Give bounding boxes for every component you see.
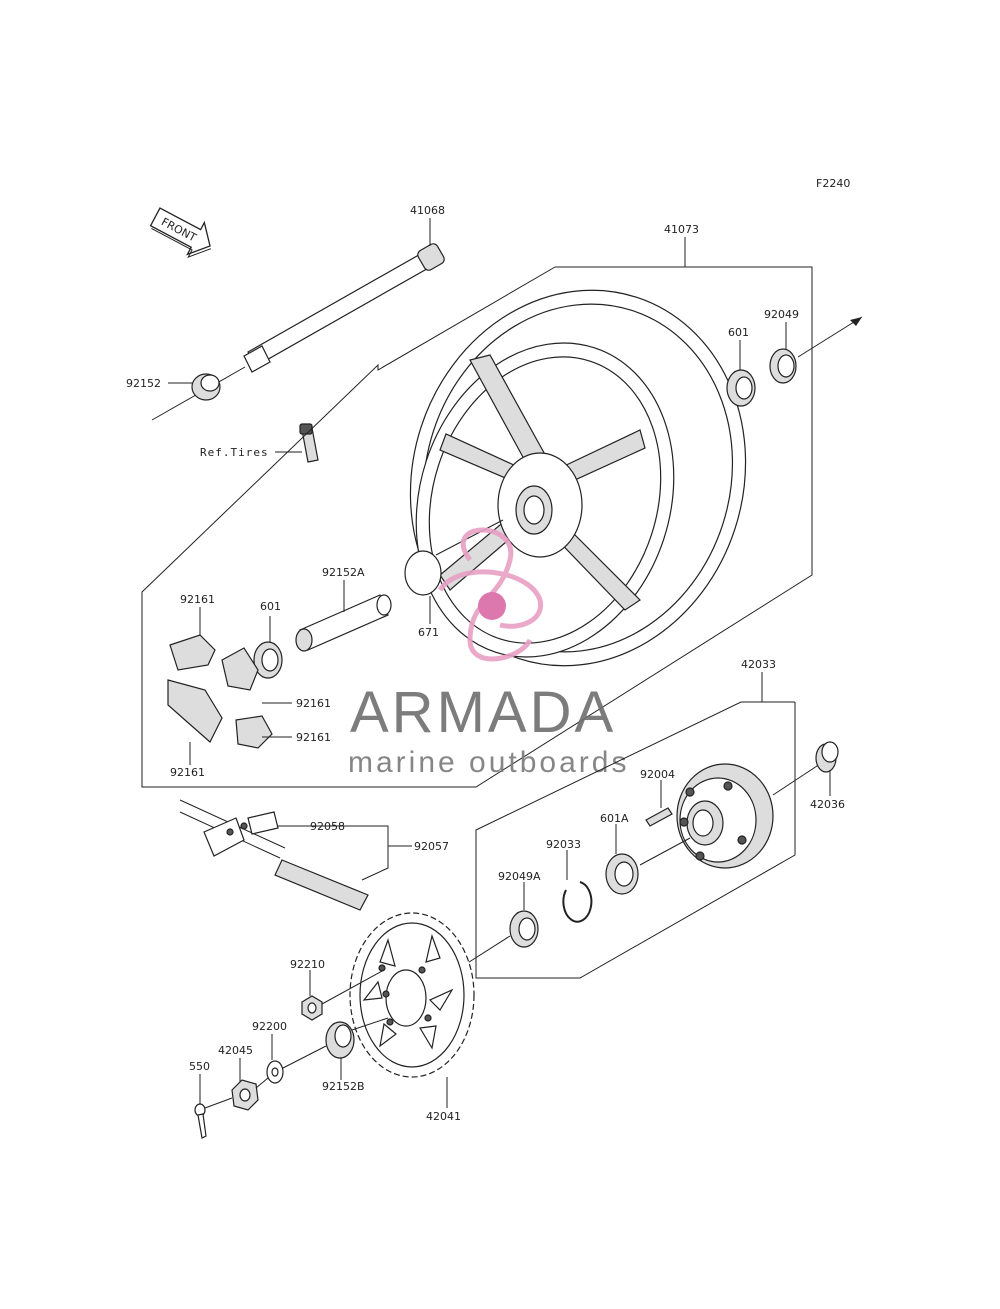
label-92152a: 92152A [322, 566, 365, 579]
damper-92161-right [221, 647, 259, 691]
label-601a: 601A [600, 812, 629, 825]
label-92049: 92049 [764, 308, 799, 321]
label-92152: 92152 [126, 377, 161, 390]
seal-92049a [509, 910, 539, 948]
front-arrow-icon: FRONT [149, 207, 212, 258]
label-42033: 42033 [741, 658, 776, 671]
o-ring-671 [404, 550, 442, 596]
castle-nut-42045 [231, 1079, 259, 1111]
bearing-601-top [726, 369, 756, 407]
bracket-41073 [141, 266, 813, 788]
watermark-brand: ARMADA [350, 680, 616, 745]
tire-valve [299, 423, 319, 463]
label-42041: 42041 [426, 1110, 461, 1123]
label-92057: 92057 [414, 840, 449, 853]
chain-section [179, 799, 369, 911]
damper-92161-top [169, 634, 216, 671]
seal-92049 [769, 348, 797, 384]
label-42036: 42036 [810, 798, 845, 811]
label-92161-a: 92161 [180, 593, 215, 606]
stud-92004 [645, 807, 673, 827]
label-601-top: 601 [728, 326, 749, 339]
label-601-middle: 601 [260, 600, 281, 613]
label-671: 671 [418, 626, 439, 639]
watermark-tagline: marine outboards [348, 746, 629, 779]
collar-92152b [325, 1021, 355, 1059]
cotter-pin-550 [194, 1103, 207, 1139]
bearing-601a [605, 853, 639, 895]
label-92058: 92058 [310, 820, 345, 833]
label-92161-b: 92161 [296, 697, 331, 710]
label-92004: 92004 [640, 768, 675, 781]
damper-92161-mid [167, 679, 223, 743]
damper-92161-low [235, 715, 273, 749]
collar-42036 [815, 741, 839, 773]
label-550: 550 [189, 1060, 210, 1073]
wheel-rim [409, 289, 747, 667]
bracket-42033 [475, 701, 796, 979]
label-41068: 41068 [410, 204, 445, 217]
washer-92200 [266, 1060, 284, 1084]
label-92161-c: 92161 [296, 731, 331, 744]
label-92200: 92200 [252, 1020, 287, 1033]
label-92033: 92033 [546, 838, 581, 851]
axle-shaft [151, 243, 445, 421]
label-41073: 41073 [664, 223, 699, 236]
label-92049a: 92049A [498, 870, 541, 883]
label-92210: 92210 [290, 958, 325, 971]
nut-92210 [301, 995, 323, 1021]
label-92161-d: 92161 [170, 766, 205, 779]
armada-logo: ARMADA marine outboards [348, 527, 629, 779]
sprocket-hub-flange [676, 763, 774, 869]
bearing-601-middle [253, 641, 283, 679]
label-92152b: 92152B [322, 1080, 365, 1093]
ref-tires-label: Ref.Tires [200, 446, 269, 459]
circlip-92033 [562, 881, 593, 923]
collar-92152 [191, 373, 221, 401]
rear-sprocket [349, 912, 475, 1078]
figure-code: F2240 [816, 177, 850, 190]
label-42045: 42045 [218, 1044, 253, 1057]
collar-92152a [295, 594, 392, 652]
